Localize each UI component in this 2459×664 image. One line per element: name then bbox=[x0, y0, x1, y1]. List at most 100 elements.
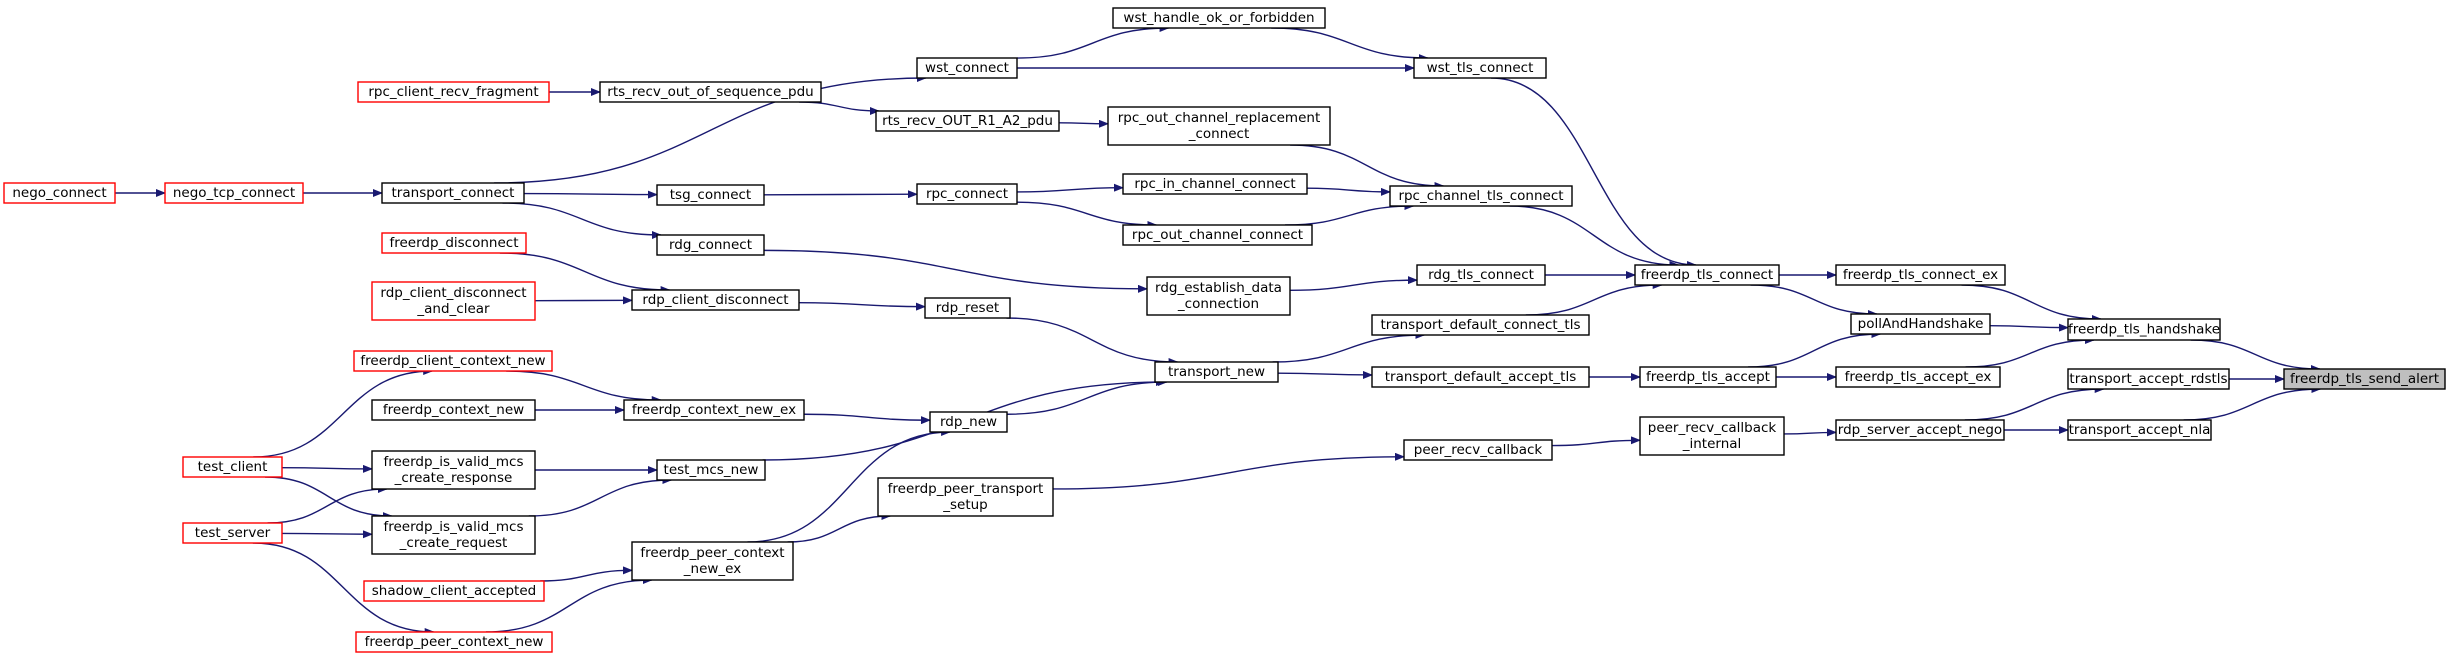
node-wst_tls_connect[interactable]: wst_tls_connect bbox=[1413, 57, 1547, 79]
node-label: tsg_connect bbox=[670, 187, 751, 203]
node-rpc_client_recv_fragment[interactable]: rpc_client_recv_fragment bbox=[357, 81, 550, 103]
node-box bbox=[631, 289, 800, 311]
node-label: shadow_client_accepted bbox=[372, 583, 536, 599]
edge-rpc_out_replacement-to-rpc_channel_tls_connect bbox=[1290, 144, 1445, 190]
node-peer_context_new_ex[interactable]: freerdp_peer_context_new_ex bbox=[631, 541, 794, 581]
node-transport_new[interactable]: transport_new bbox=[1154, 361, 1279, 383]
edge-rdg_connect-to-rdg_establish bbox=[763, 249, 1148, 293]
node-nego_connect[interactable]: nego_connect bbox=[3, 182, 116, 204]
node-box bbox=[1850, 313, 1991, 335]
node-nego_tcp_connect[interactable]: nego_tcp_connect bbox=[164, 182, 304, 204]
node-rpc_out_replacement[interactable]: rpc_out_channel_replacement_connect bbox=[1107, 106, 1331, 146]
node-default_accept_tls[interactable]: transport_default_accept_tls bbox=[1371, 366, 1590, 388]
node-box bbox=[875, 110, 1060, 132]
edge-transport_connect-to-tsg_connect bbox=[523, 190, 658, 199]
node-accept_nla[interactable]: transport_accept_nla bbox=[2067, 419, 2212, 441]
node-box bbox=[599, 81, 822, 103]
node-rdp_new[interactable]: rdp_new bbox=[929, 411, 1008, 433]
node-box bbox=[1371, 366, 1590, 388]
node-label: rdp_server_accept_nego bbox=[1838, 422, 2002, 438]
node-tsg_connect[interactable]: tsg_connect bbox=[656, 184, 765, 206]
node-label: _create_response bbox=[394, 470, 513, 486]
node-rdp_reset[interactable]: rdp_reset bbox=[924, 297, 1011, 319]
edge-rdp_client_disconnect-to-rdp_reset bbox=[798, 301, 926, 311]
node-server_accept_nego[interactable]: rdp_server_accept_nego bbox=[1835, 419, 2005, 441]
node-rdg_tls_connect[interactable]: rdg_tls_connect bbox=[1416, 264, 1546, 286]
node-peer_context_new[interactable]: freerdp_peer_context_new bbox=[355, 631, 553, 653]
node-tls_accept_ex[interactable]: freerdp_tls_accept_ex bbox=[1835, 366, 2001, 388]
node-label: freerdp_disconnect bbox=[390, 235, 519, 251]
node-rdg_connect[interactable]: rdg_connect bbox=[656, 234, 765, 256]
edge-test_client-to-client_context_new bbox=[253, 367, 434, 458]
node-rpc_connect[interactable]: rpc_connect bbox=[916, 183, 1018, 205]
node-rdp_client_disconnect[interactable]: rdp_client_disconnect bbox=[631, 289, 800, 311]
node-box bbox=[1639, 366, 1777, 388]
node-box bbox=[916, 57, 1018, 79]
node-default_connect_tls[interactable]: transport_default_connect_tls bbox=[1371, 314, 1590, 336]
node-label: rdp_client_disconnect bbox=[380, 285, 526, 301]
node-box bbox=[2067, 318, 2221, 341]
node-client_context_new[interactable]: freerdp_client_context_new bbox=[353, 350, 553, 372]
node-label: transport_new bbox=[1168, 364, 1265, 380]
node-rpc_out_channel_connect[interactable]: rpc_out_channel_connect bbox=[1122, 224, 1313, 246]
edge-peer_recv_cb_internal-to-server_accept_nego bbox=[1783, 428, 1837, 437]
node-rdp_client_disconnect_clear[interactable]: rdp_client_disconnect_and_clear bbox=[371, 281, 536, 321]
node-test_server[interactable]: test_server bbox=[182, 522, 283, 544]
edge-wst_connect-to-wst_handle_ok bbox=[1016, 24, 1170, 59]
node-wst_connect[interactable]: wst_connect bbox=[916, 57, 1018, 79]
node-tls_connect_ex[interactable]: freerdp_tls_connect_ex bbox=[1835, 264, 2006, 286]
node-rts_recv_oos[interactable]: rts_recv_out_of_sequence_pdu bbox=[599, 81, 822, 103]
node-label: wst_connect bbox=[925, 60, 1009, 76]
node-tls_handshake[interactable]: freerdp_tls_handshake bbox=[2067, 318, 2221, 341]
node-box bbox=[656, 234, 765, 256]
nodes: freerdp_tls_send_alert freerdp_tls_handsh… bbox=[3, 7, 2446, 653]
node-wst_handle_ok[interactable]: wst_handle_ok_or_forbidden bbox=[1112, 7, 1326, 29]
node-tls_send_alert[interactable]: freerdp_tls_send_alert bbox=[2283, 368, 2446, 390]
edge-tls_accept_ex-to-tls_handshake bbox=[1965, 336, 2096, 368]
node-rpc_in_channel_connect[interactable]: rpc_in_channel_connect bbox=[1122, 173, 1308, 195]
node-valid_mcs_response[interactable]: freerdp_is_valid_mcs_create_response bbox=[371, 450, 536, 490]
node-box bbox=[1122, 224, 1313, 246]
node-rpc_channel_tls_connect[interactable]: rpc_channel_tls_connect bbox=[1389, 185, 1573, 207]
node-rts_recv_out_r1_a2[interactable]: rts_recv_OUT_R1_A2_pdu bbox=[875, 110, 1060, 132]
node-box bbox=[182, 456, 283, 478]
node-accept_rdstls[interactable]: transport_accept_rdstls bbox=[2067, 368, 2230, 390]
node-box bbox=[656, 184, 765, 206]
node-label: test_server bbox=[195, 525, 271, 541]
node-test_mcs_new[interactable]: test_mcs_new bbox=[656, 459, 766, 481]
node-label: freerdp_tls_connect bbox=[1641, 267, 1773, 283]
node-peer_recv_callback[interactable]: peer_recv_callback bbox=[1403, 439, 1553, 461]
node-label: rpc_out_channel_connect bbox=[1132, 227, 1303, 243]
node-rdg_establish[interactable]: rdg_establish_data_connection bbox=[1146, 276, 1291, 316]
node-box bbox=[929, 411, 1008, 433]
node-label: pollAndHandshake bbox=[1858, 316, 1984, 332]
node-label: transport_default_accept_tls bbox=[1385, 369, 1577, 385]
node-label: rpc_in_channel_connect bbox=[1134, 176, 1295, 192]
node-label: freerdp_tls_accept bbox=[1646, 369, 1770, 385]
node-label: _setup bbox=[942, 497, 988, 513]
node-valid_mcs_request[interactable]: freerdp_is_valid_mcs_create_request bbox=[371, 515, 536, 555]
node-context_new_ex[interactable]: freerdp_context_new_ex bbox=[623, 399, 805, 421]
node-pollAndHandshake[interactable]: pollAndHandshake bbox=[1850, 313, 1991, 335]
node-label: rts_recv_out_of_sequence_pdu bbox=[607, 84, 813, 100]
node-label: freerdp_context_new_ex bbox=[632, 402, 796, 418]
node-freerdp_disconnect[interactable]: freerdp_disconnect bbox=[381, 232, 527, 254]
node-peer_transport_setup[interactable]: freerdp_peer_transport_setup bbox=[877, 477, 1054, 517]
node-peer_recv_cb_internal[interactable]: peer_recv_callback_internal bbox=[1639, 416, 1785, 456]
node-tls_accept[interactable]: freerdp_tls_accept bbox=[1639, 366, 1777, 388]
edge-peer_context_new_ex-to-rdp_new bbox=[747, 428, 952, 543]
node-box bbox=[656, 459, 766, 481]
edge-freerdp_disconnect-to-rdp_client_disconnect bbox=[499, 252, 671, 294]
node-transport_connect[interactable]: transport_connect bbox=[381, 182, 525, 204]
node-box bbox=[1154, 361, 1279, 383]
node-box bbox=[1639, 416, 1785, 456]
node-freerdp_context_new[interactable]: freerdp_context_new bbox=[371, 399, 536, 421]
edge-test_server-to-valid_mcs_request bbox=[281, 530, 373, 539]
node-label: freerdp_peer_transport bbox=[888, 481, 1044, 497]
node-box bbox=[924, 297, 1011, 319]
edge-shadow_client_accepted-to-peer_context_new_ex bbox=[540, 566, 633, 582]
node-tls_connect[interactable]: freerdp_tls_connect bbox=[1634, 264, 1780, 286]
node-shadow_client_accepted[interactable]: shadow_client_accepted bbox=[363, 580, 545, 602]
node-test_client[interactable]: test_client bbox=[182, 456, 283, 478]
